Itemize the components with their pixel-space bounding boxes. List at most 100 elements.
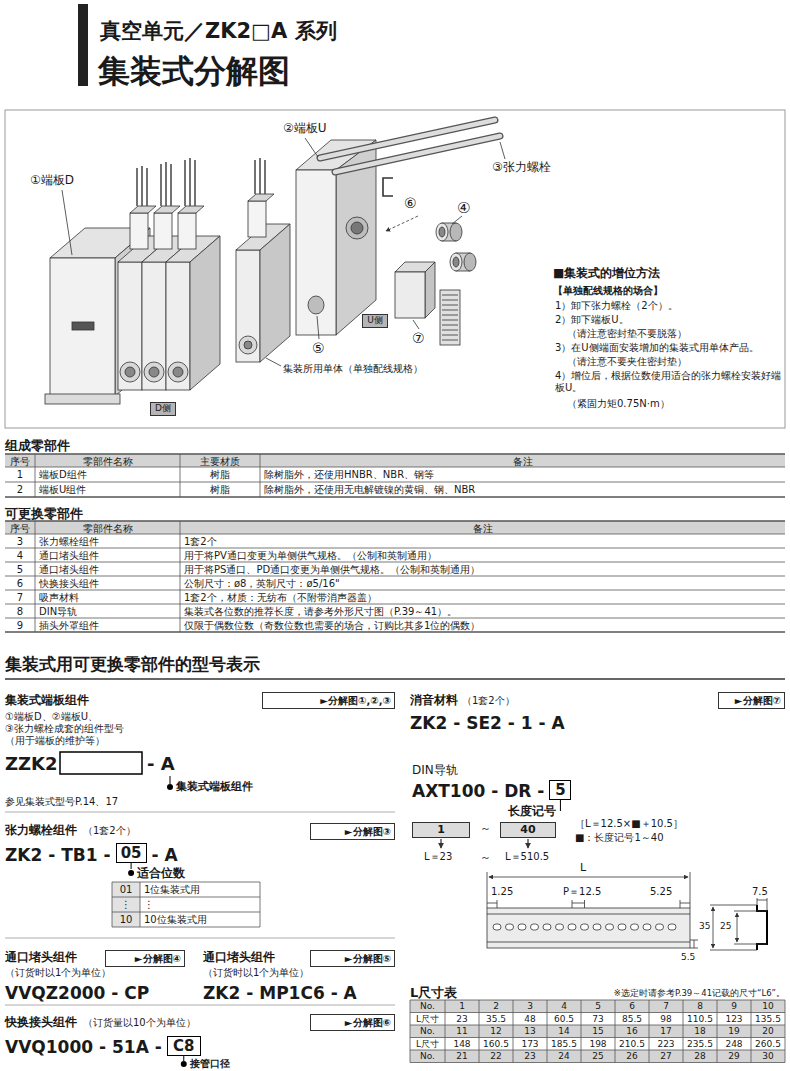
table-cell: 5 [5,564,35,576]
dimension: 1.25 [491,886,513,898]
table-cell: No. [410,1026,445,1037]
din-rail-drawing [487,903,690,904]
leader-line [266,358,281,366]
table-cell: 1位集装式用 [144,884,200,896]
manifold-illustration [144,362,164,382]
table-cell: 11 [445,1026,479,1037]
item-heading: 张力螺栓组件 [5,823,77,837]
code-option-box: 40 [500,822,556,838]
table-grid [5,521,785,632]
table-cell: 25 [581,1051,615,1062]
manifold-illustration [166,262,190,390]
table-cell: 148 [445,1039,479,1050]
manifold-illustration [346,217,368,239]
table-cell: 吸声材料 [39,592,79,604]
table-cell: 20 [751,1026,785,1037]
separator-line [5,1005,395,1006]
manifold-illustration [45,120,500,404]
table-cell: 用于将PS通口、PD通口变更为单侧供气规格。（公制和英制通用） [184,564,480,576]
table-cell: 通口堵头组件 [39,550,99,562]
table-cell: 8 [5,606,35,618]
din-rail-drawing [737,913,738,942]
table-cell: 4 [5,550,35,562]
manifold-illustration [442,295,458,340]
manifold-illustration [440,290,460,345]
table-grid [5,454,785,467]
table-header: 序号 [5,523,35,535]
din-rail-drawing [493,924,676,930]
code-box: C8 [167,1036,201,1056]
order-code-marks [170,776,171,784]
manifold-illustration [149,367,159,377]
order-code-marks [528,839,529,848]
figure-reference: ►分解图③ [310,823,395,840]
manifold-illustration [142,262,166,390]
din-rail-drawing [713,907,714,948]
manifold-illustration [335,136,500,172]
box-text: 1 [434,824,448,836]
title-bar [78,4,88,86]
table-cell: No. [410,1001,445,1012]
din-rail-drawing [497,900,498,908]
din-rail-drawing [487,872,767,950]
item-note: ①端板D、②端板U、 [5,711,98,723]
table-cell: 5 [581,1001,615,1012]
separator-line [5,678,785,680]
table-cell: 48 [513,1014,547,1025]
manifold-illustration [464,253,476,271]
table-cell: 123 [717,1014,751,1025]
manifold-illustration [335,136,500,172]
model-code: VVQ1000 - 51A - [5,1037,162,1057]
table-header: 序号 [5,456,35,468]
item-note: （1套2个） [462,695,515,707]
side-tag: D侧 [150,402,176,416]
section-heading: 组成零部件 [5,438,70,454]
dimension: 5.5 [681,952,695,963]
note-step: （紧固力矩0.75N·m） [567,398,670,410]
leader-line [62,190,72,255]
item-note: （1套2个） [83,825,136,837]
formula-note: ［L＝12.5×■＋10.5］ [575,818,683,830]
box-text: ►分解图④ [132,953,184,964]
table-cell: 01 [112,884,140,896]
item-heading: 通口堵头组件 [5,950,77,964]
item-note: 参见集装式型号P.14、17 [5,796,118,808]
order-code-marks [441,839,442,848]
table-cell: 3 [5,536,35,548]
table-cell: 除树脂外，还使用HNBR、NBR、钢等 [264,469,434,481]
manifold-illustration [118,158,220,390]
item-heading: 消音材料 [410,693,458,707]
leader-line [305,138,318,157]
code-meaning: 接管口径 [190,1058,230,1070]
din-rail-drawing [518,924,526,930]
manifold-illustration [296,170,336,335]
table-cell: 1套2个，材质：无纺布（不附带消声器盖） [184,592,377,604]
table-cell: ⋮ [144,899,154,911]
manifold-illustration [125,367,135,377]
manifold-illustration [154,213,172,249]
code-box: 5 [549,780,571,800]
length-value: L＝23 [424,851,452,863]
code-box: 05 [116,843,147,863]
table-grid [5,521,785,632]
callout-number: ⑤ [312,340,325,357]
manifold-illustration [255,158,265,194]
table-cell: 19 [717,1026,751,1037]
din-rail-drawing [690,940,698,948]
manifold-illustration [260,224,290,362]
code-pointer [181,1061,187,1067]
table-cell: 9 [717,1001,751,1012]
note-step: 4）增位后，根据位数使用适合的张力螺栓安装好端板U。 [555,370,783,394]
table-cell: 1 [445,1001,479,1012]
table-cell: 23 [513,1051,547,1062]
table-cell: 98 [649,1014,683,1025]
table-cell: 135.5 [751,1014,785,1025]
box-text: ►分解图⑦ [732,695,784,706]
din-rail-drawing [556,924,564,930]
table-cell: 248 [717,1039,751,1050]
model-code: VVQZ2000 - CP [5,983,149,1003]
series-heading: 真空单元／ZK2□A 系列 [100,19,337,44]
table-grid [112,882,260,927]
dimension: 7.5 [752,886,768,898]
table-cell: 除树脂外，还使用无电解镀镍的黄铜、钢、NBR [264,484,475,496]
